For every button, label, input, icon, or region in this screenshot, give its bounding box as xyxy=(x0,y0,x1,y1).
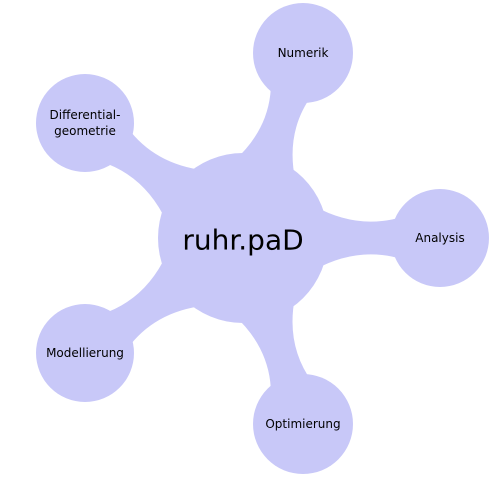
node-numerik xyxy=(253,3,353,103)
node-optimierung xyxy=(253,374,353,474)
node-analysis xyxy=(391,189,489,287)
node-label-optimierung: Optimierung xyxy=(265,417,340,431)
node-label-differentialgeometrie: Differential- xyxy=(50,108,121,122)
node-label-differentialgeometrie: geometrie xyxy=(54,124,116,138)
connector-analysis xyxy=(314,206,405,270)
node-differentialgeometrie xyxy=(36,74,134,172)
center-node xyxy=(158,153,328,323)
node-label-analysis: Analysis xyxy=(415,231,464,245)
center-node-label: ruhr.paD xyxy=(182,224,303,257)
node-label-numerik: Numerik xyxy=(278,46,329,60)
child-nodes xyxy=(36,3,489,474)
node-label-modellierung: Modellierung xyxy=(46,346,124,360)
node-modellierung xyxy=(36,304,134,402)
